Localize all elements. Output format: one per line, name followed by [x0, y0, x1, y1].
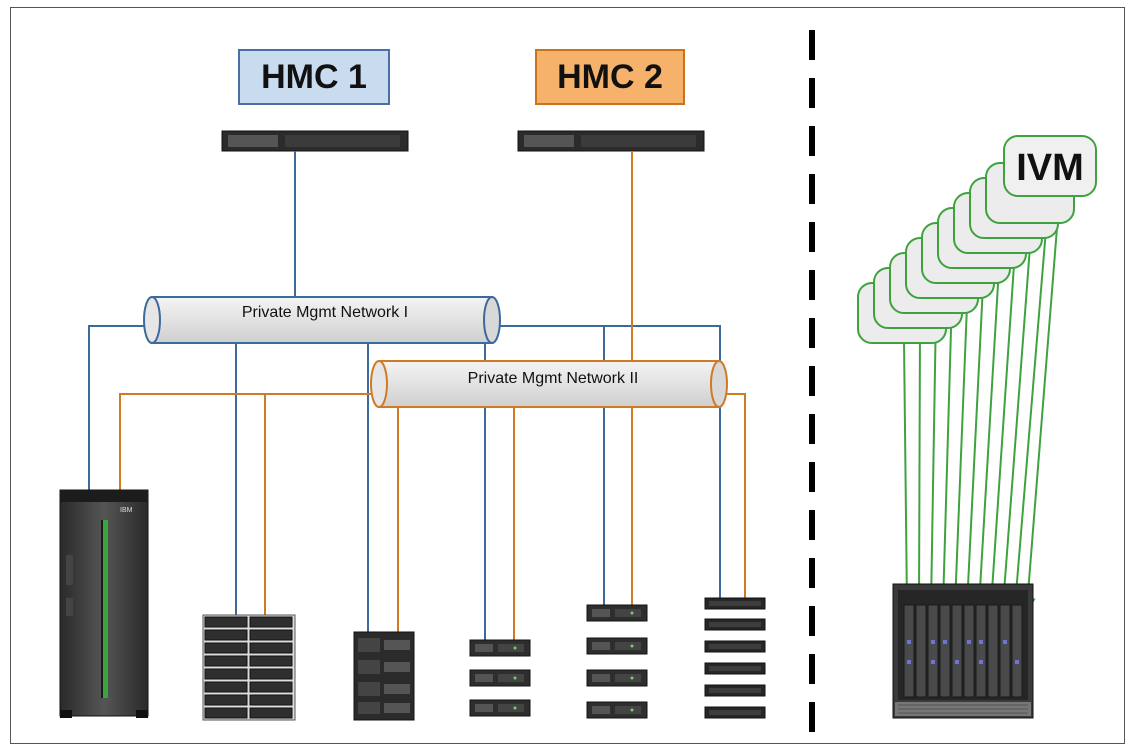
ivm-lines [898, 189, 1061, 614]
server-stack-d [586, 604, 648, 719]
server-stack-b [353, 631, 415, 721]
hmc1-server [221, 130, 409, 152]
server-stack-c [469, 639, 531, 717]
rack-server: IBM [59, 489, 149, 718]
blade-chassis [892, 583, 1034, 719]
hmc1-box: HMC 1 [238, 49, 390, 105]
network1-label: Private Mgmt Network I [242, 304, 408, 321]
diagram-frame [10, 7, 1125, 744]
hmc2-box: HMC 2 [535, 49, 685, 105]
server-stack-e [704, 597, 766, 719]
network1-tube: Private Mgmt Network I [143, 296, 501, 344]
ivm-label: IVM [1016, 147, 1084, 189]
rack-logo: IBM [120, 507, 133, 514]
network2-tube: Private Mgmt Network II [370, 360, 728, 408]
hmc1-label: HMC 1 [261, 57, 367, 96]
server-stack-a [202, 614, 296, 721]
hmc2-label: HMC 2 [557, 57, 663, 96]
network2-lines [119, 151, 746, 640]
network2-label: Private Mgmt Network II [468, 370, 639, 387]
hmc2-server [517, 130, 705, 152]
ivm-stack [857, 135, 1097, 344]
